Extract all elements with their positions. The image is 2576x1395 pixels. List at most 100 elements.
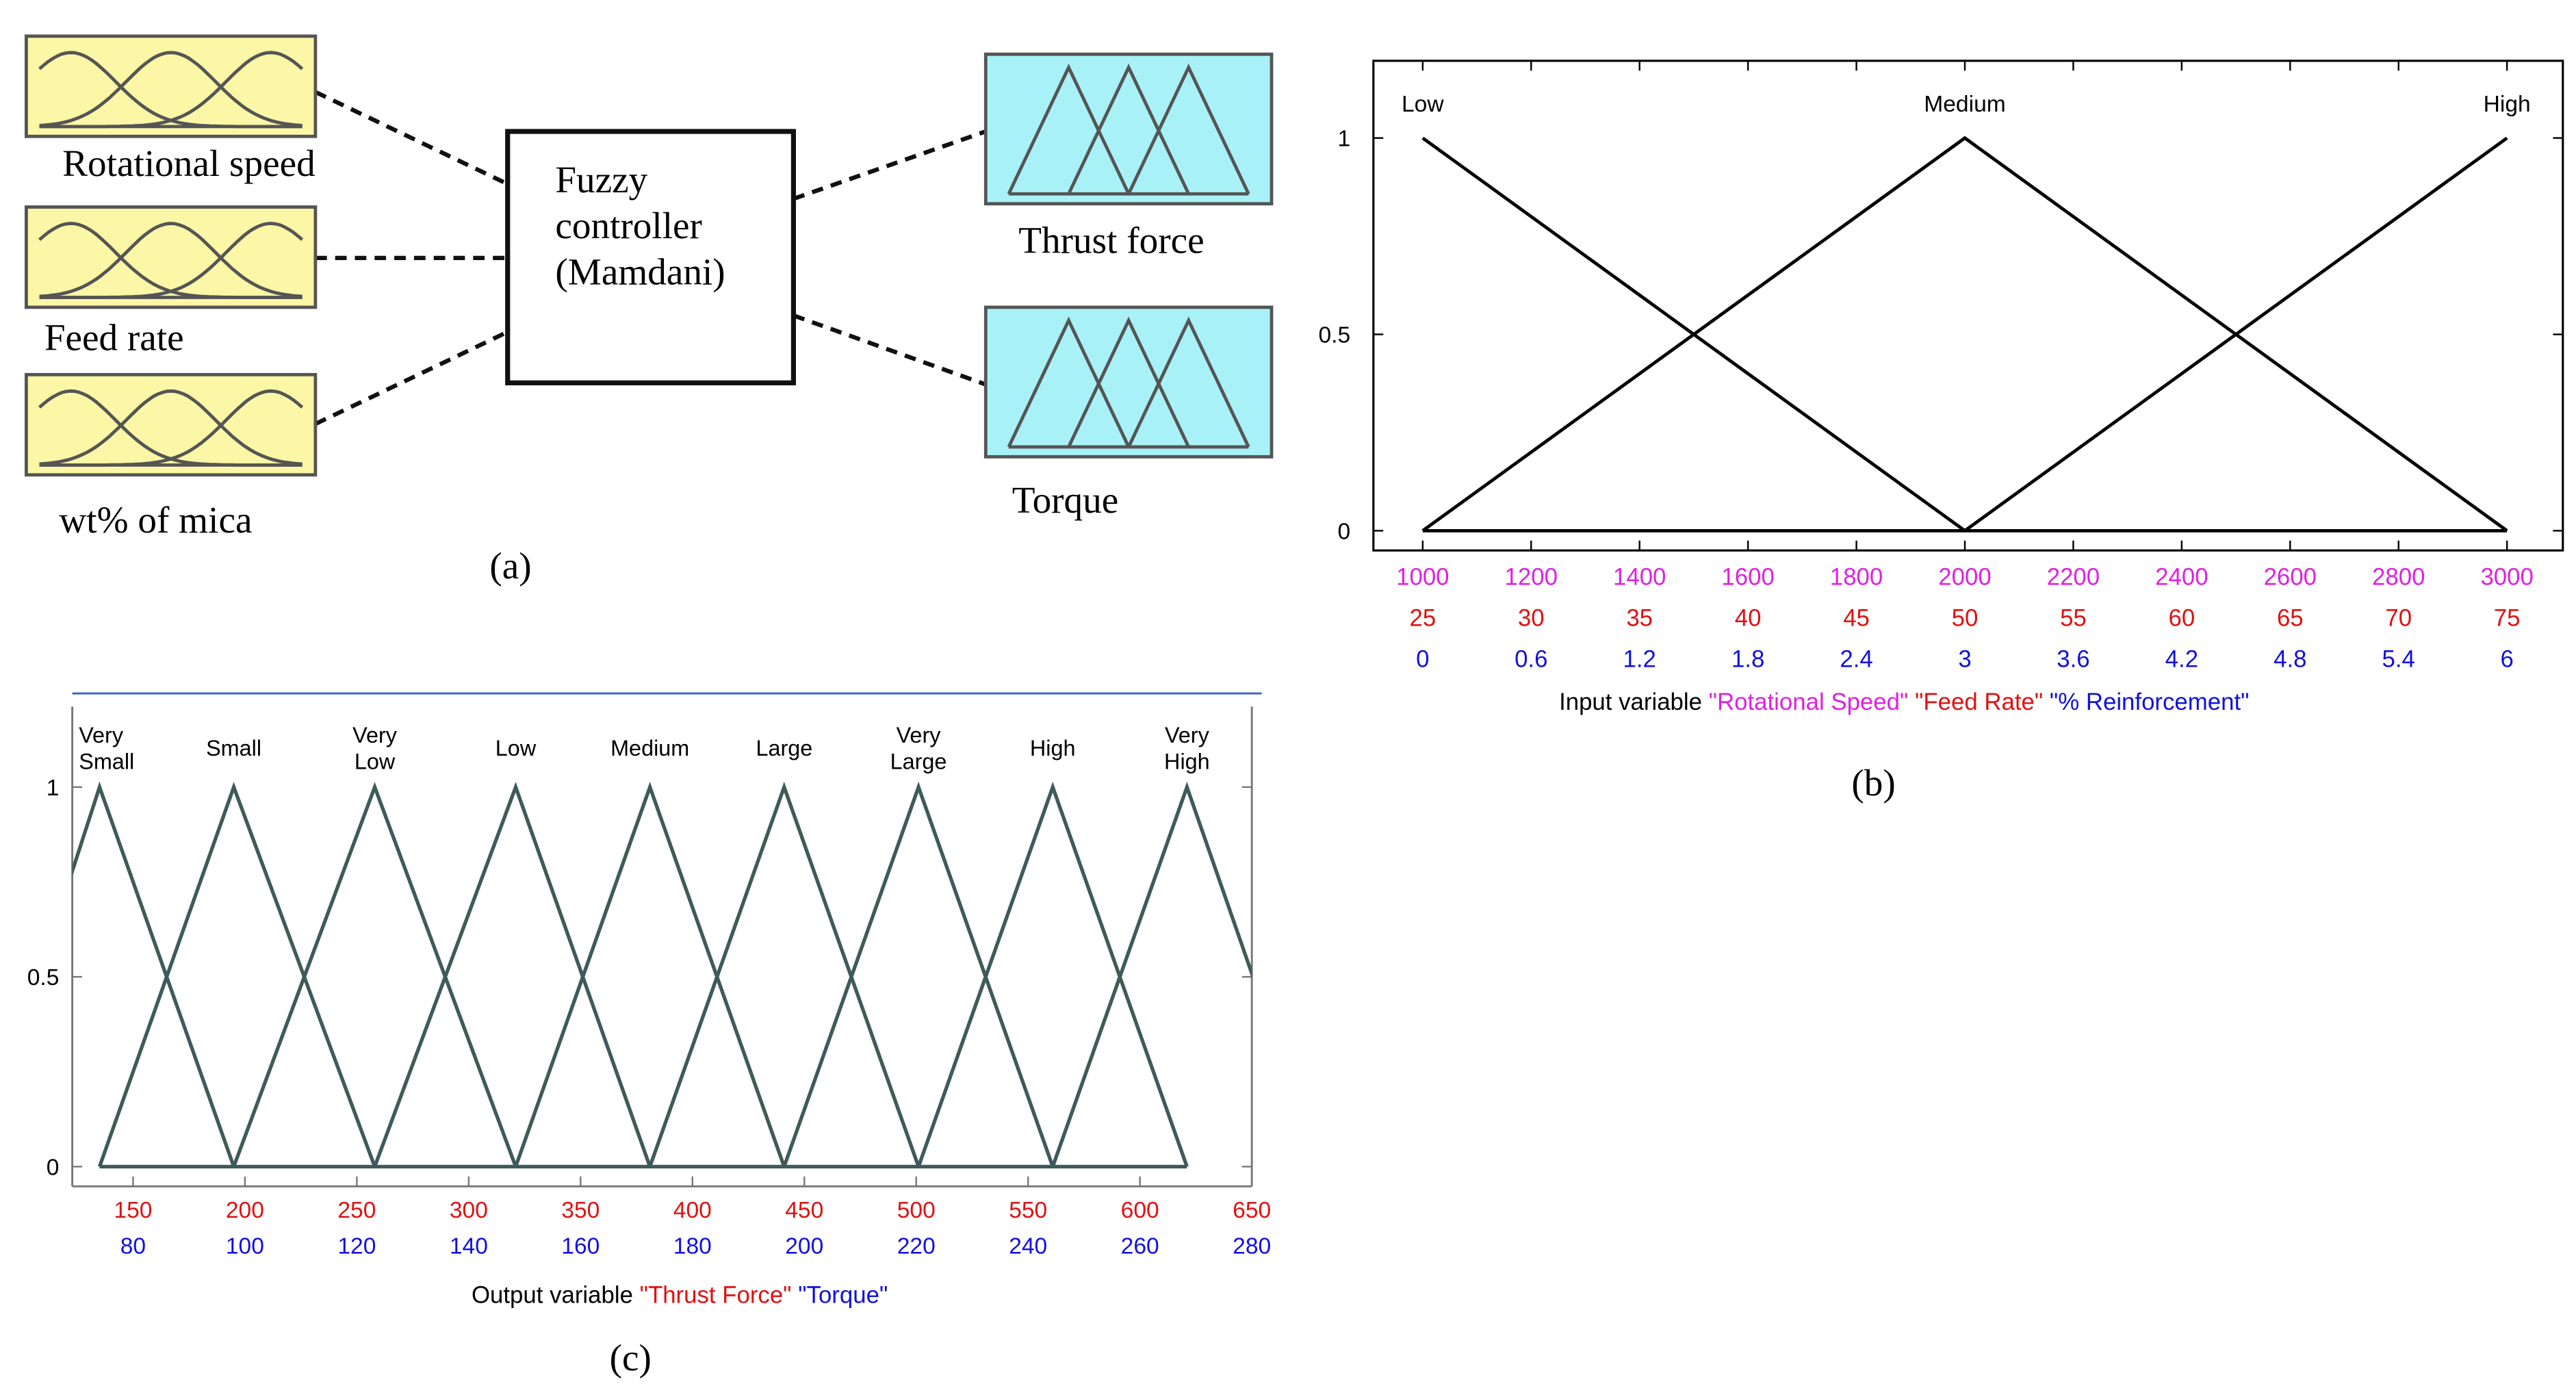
input-label: Feed rate	[44, 316, 184, 358]
mf-line-small	[97, 782, 377, 1168]
x-tick-label: 0.6	[1515, 646, 1547, 673]
x-tick-label: 1400	[1613, 564, 1666, 591]
axis-title-part: "Feed Rate"	[1915, 689, 2043, 715]
x-tick-label: 4.8	[2274, 646, 2306, 673]
x-tick-label: 6	[2500, 646, 2513, 673]
x-tick-label: 400	[673, 1198, 712, 1223]
x-tick-label: 180	[673, 1234, 712, 1259]
mf-line-medium	[514, 781, 786, 1168]
x-tick-label: 1.8	[1731, 646, 1764, 673]
axis-title-part: "Rotational Speed"	[1709, 689, 1909, 715]
x-tick-label: 150	[114, 1198, 152, 1223]
mf-label-line: Low	[355, 749, 396, 773]
x-tick-label: 240	[1009, 1234, 1047, 1259]
panel-b-caption: (b)	[1851, 762, 1895, 804]
x-tick-label: 220	[897, 1234, 936, 1259]
x-tick-label: 650	[1233, 1198, 1271, 1223]
axis-title-part: "% Reinforcement"	[2050, 689, 2250, 715]
x-tick-label: 45	[1843, 605, 1870, 632]
connector-torque	[793, 313, 987, 387]
x-tick-label: 350	[561, 1198, 600, 1223]
output-block-2	[983, 305, 1274, 459]
triangular-mf-curve	[1067, 63, 1190, 195]
mf-line-large	[648, 781, 920, 1168]
x-tick-label: 2800	[2372, 564, 2425, 591]
x-tick-label: 200	[226, 1198, 264, 1223]
mf-line-very-large	[782, 781, 1055, 1168]
x-tick-label: 1800	[1830, 564, 1883, 591]
panel-c-caption: (c)	[610, 1337, 652, 1379]
output-label: Thrust force	[1018, 220, 1204, 261]
controller-label-line: Fuzzy	[555, 159, 647, 201]
mf-label-medium: Medium	[610, 736, 689, 760]
mf-label-high: High	[1030, 736, 1076, 760]
axis-title-prefix: Input variable	[1559, 689, 1709, 715]
triangular-mf-curve	[1007, 316, 1131, 448]
mf-line-low	[373, 782, 652, 1168]
y-tick-label: 1	[1338, 127, 1351, 152]
x-tick-label: 55	[2060, 605, 2087, 632]
output-mf-box	[983, 305, 1274, 459]
mf-label-line: High	[1164, 749, 1210, 773]
x-tick-label: 300	[450, 1198, 488, 1223]
mf-label-line: Large	[890, 749, 947, 773]
x-tick-label: 250	[337, 1198, 376, 1223]
x-axis-title: Output variable "Thrust Force" "Torque"	[472, 1282, 888, 1309]
mf-label-small: Small	[206, 736, 261, 760]
triangular-mf-curve	[1067, 316, 1190, 448]
connector-speed	[314, 90, 509, 186]
series-group	[72, 781, 1252, 1168]
axis-title-sep	[792, 1282, 799, 1309]
mf-line-high	[1422, 136, 2508, 533]
mf-label-high: High	[2484, 92, 2531, 117]
x-tick-label: 2.4	[1840, 646, 1872, 673]
x-tick-label: 3000	[2480, 564, 2533, 591]
input-label: Rotational speed	[62, 142, 315, 184]
triangular-mf-curve	[1007, 63, 1131, 195]
x-tick-label: 3	[1958, 646, 1971, 673]
x-tick-label: 120	[337, 1234, 376, 1259]
x-tick-label: 200	[785, 1234, 823, 1259]
mf-line-very-small	[72, 781, 236, 1168]
x-tick-label: 280	[1233, 1234, 1271, 1259]
x-tick-label: 1000	[1396, 564, 1449, 591]
output-mf-box	[983, 52, 1274, 206]
x-tick-label: 260	[1121, 1234, 1159, 1259]
x-tick-label: 1600	[1721, 564, 1774, 591]
output-block-1	[983, 52, 1274, 206]
x-tick-label: 500	[897, 1198, 936, 1223]
y-tick-label: 0.5	[27, 965, 60, 990]
axis-title-prefix: Output variable	[472, 1282, 640, 1309]
axis-title-part: "Thrust Force"	[640, 1282, 792, 1309]
mf-label-line: Very	[1165, 723, 1210, 747]
x-tick-label: 80	[120, 1234, 146, 1259]
mf-label-low: Low	[1402, 92, 1444, 117]
gaussian-mf-curve	[39, 51, 302, 127]
x-tick-label: 2600	[2264, 564, 2317, 591]
connector-mica	[314, 330, 509, 426]
x-tick-label: 35	[1626, 605, 1653, 632]
x-tick-label: 5.4	[2382, 646, 2415, 673]
mf-line-very-high	[1051, 781, 1252, 1168]
controller-box	[505, 129, 797, 385]
y-tick-label: 0	[1338, 519, 1351, 544]
x-tick-label: 50	[1952, 605, 1979, 632]
axis-title-part: "Torque"	[798, 1282, 888, 1309]
mf-label-low: Low	[495, 736, 537, 760]
mf-label-large: Large	[756, 736, 812, 760]
panel-a-caption: (a)	[489, 545, 531, 587]
x-tick-label: 550	[1009, 1198, 1047, 1223]
y-tick-label: 0	[47, 1155, 60, 1180]
x-tick-label: 70	[2385, 605, 2412, 632]
x-tick-label: 2400	[2155, 564, 2208, 591]
controller-label-line: (Mamdani)	[555, 251, 725, 292]
